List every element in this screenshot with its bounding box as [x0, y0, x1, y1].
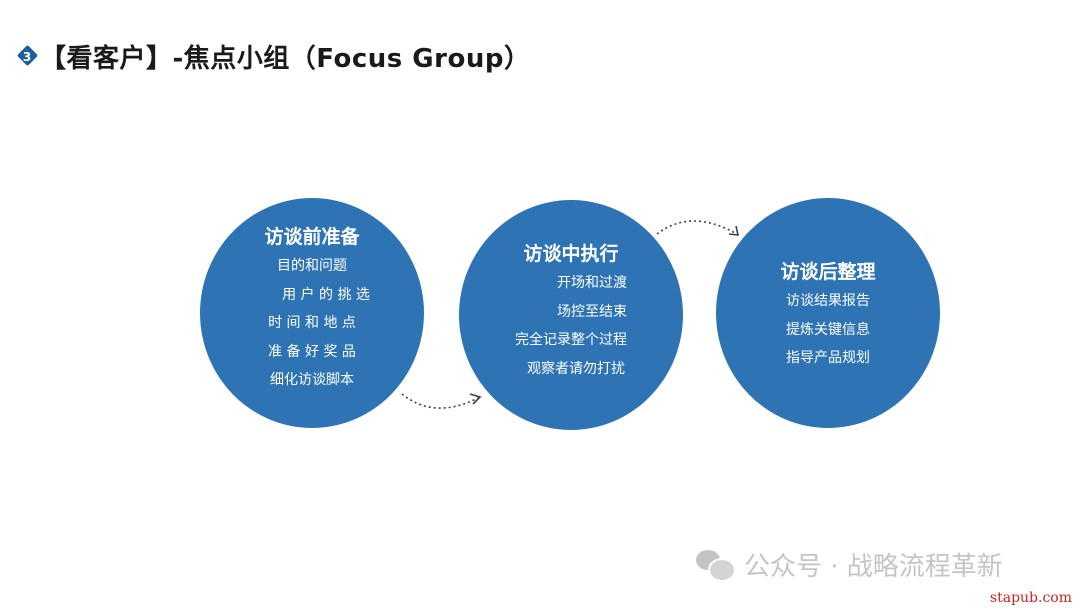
- slide-title-row: 3 【看客户】-焦点小组（Focus Group）: [16, 38, 530, 74]
- stage-title: 访谈后整理: [780, 261, 876, 283]
- stage-item: 提炼关键信息: [786, 321, 870, 338]
- stage-title: 访谈前准备: [264, 226, 360, 248]
- stage-item: 用 户 的 挑 选: [282, 286, 370, 303]
- dotted-arrow-2-icon: [656, 220, 740, 236]
- stage-item: 目的和问题: [277, 258, 347, 274]
- stage-item: 场控至结束: [557, 303, 627, 320]
- step-number-badge: 3: [16, 44, 39, 67]
- stage-item: 开场和过渡: [557, 275, 627, 291]
- stage-item: 指导产品规划: [786, 350, 870, 366]
- slide-title: 【看客户】-焦点小组（Focus Group）: [40, 43, 531, 74]
- watermark-text: 公众号 · 战略流程革新: [744, 551, 1003, 582]
- wechat-watermark: 公众号 · 战略流程革新: [696, 546, 1003, 582]
- step-number: 3: [22, 50, 32, 64]
- stage-title: 访谈中执行: [523, 243, 619, 265]
- stage-circle-during: 访谈中执行 开场和过渡 场控至结束 完全记录整个过程 观察者请勿打扰: [459, 200, 683, 430]
- stage-item: 观察者请勿打扰: [527, 360, 625, 377]
- stage-item: 完全记录整个过程: [515, 332, 627, 348]
- dotted-arrow-1-icon: [401, 393, 482, 409]
- site-watermark: stapub.com: [989, 590, 1072, 606]
- stage-item: 访谈结果报告: [786, 293, 870, 309]
- stage-item: 时 间 和 地 点: [268, 315, 356, 331]
- stage-item: 准 备 好 奖 品: [268, 343, 356, 360]
- stage-item: 细化访谈脚本: [270, 372, 354, 388]
- stage-circle-before: 访谈前准备 目的和问题 用 户 的 挑 选 时 间 和 地 点 准 备 好 奖 …: [200, 198, 424, 428]
- wechat-icon: [696, 548, 736, 582]
- stage-circle-after: 访谈后整理 访谈结果报告 提炼关键信息 指导产品规划: [716, 198, 940, 428]
